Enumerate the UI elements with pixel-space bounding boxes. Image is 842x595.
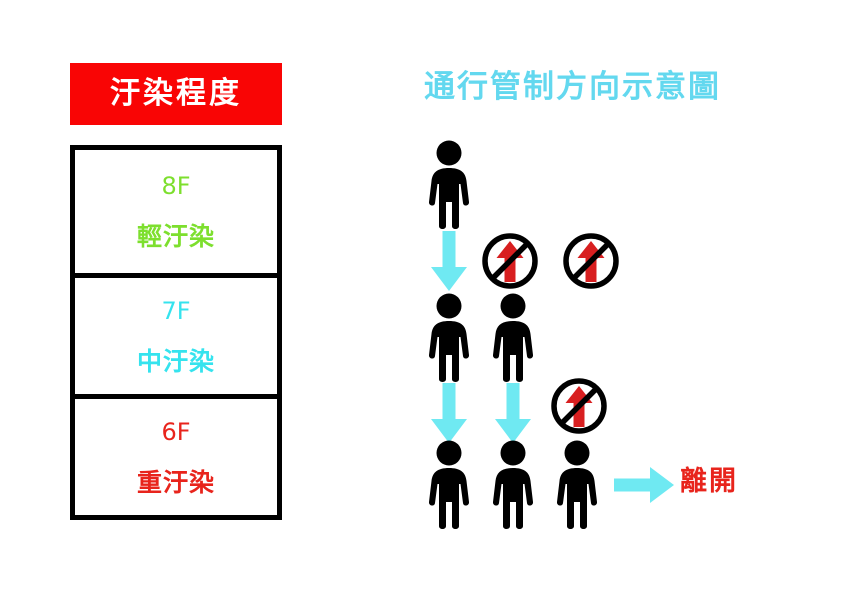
floor-label-7f: 7F (161, 296, 191, 325)
person-icon (556, 440, 598, 529)
table-row: 6F 重汙染 (75, 399, 277, 515)
table-row: 7F 中汙染 (75, 278, 277, 399)
person-icon (428, 140, 470, 229)
pollution-level-table: 8F 輕汙染 7F 中汙染 6F 重汙染 (70, 145, 282, 520)
floor-label-8f: 8F (161, 172, 191, 200)
arrow-down-icon (495, 383, 531, 443)
no-upward-movement-icon (482, 233, 538, 289)
no-upward-movement-icon (563, 233, 619, 289)
leave-label: 離開 (680, 466, 738, 497)
person-icon (492, 293, 534, 382)
arrow-down-icon (431, 231, 467, 291)
person-icon (428, 293, 470, 382)
arrow-right-icon (614, 467, 674, 503)
arrow-down-icon (431, 383, 467, 443)
pollution-level-light: 輕汙染 (136, 222, 215, 251)
table-row: 8F 輕汙染 (75, 150, 277, 278)
diagram-title: 通行管制方向示意圖 (424, 69, 721, 105)
pollution-level-heavy: 重汙染 (136, 467, 215, 497)
person-icon (428, 440, 470, 529)
person-icon (492, 440, 534, 529)
floor-label-6f: 6F (161, 417, 191, 446)
pollution-level-header-label: 汙染程度 (110, 76, 242, 111)
pollution-level-medium: 中汙染 (136, 346, 215, 376)
no-upward-movement-icon (551, 378, 607, 434)
pollution-level-header: 汙染程度 (70, 63, 282, 125)
